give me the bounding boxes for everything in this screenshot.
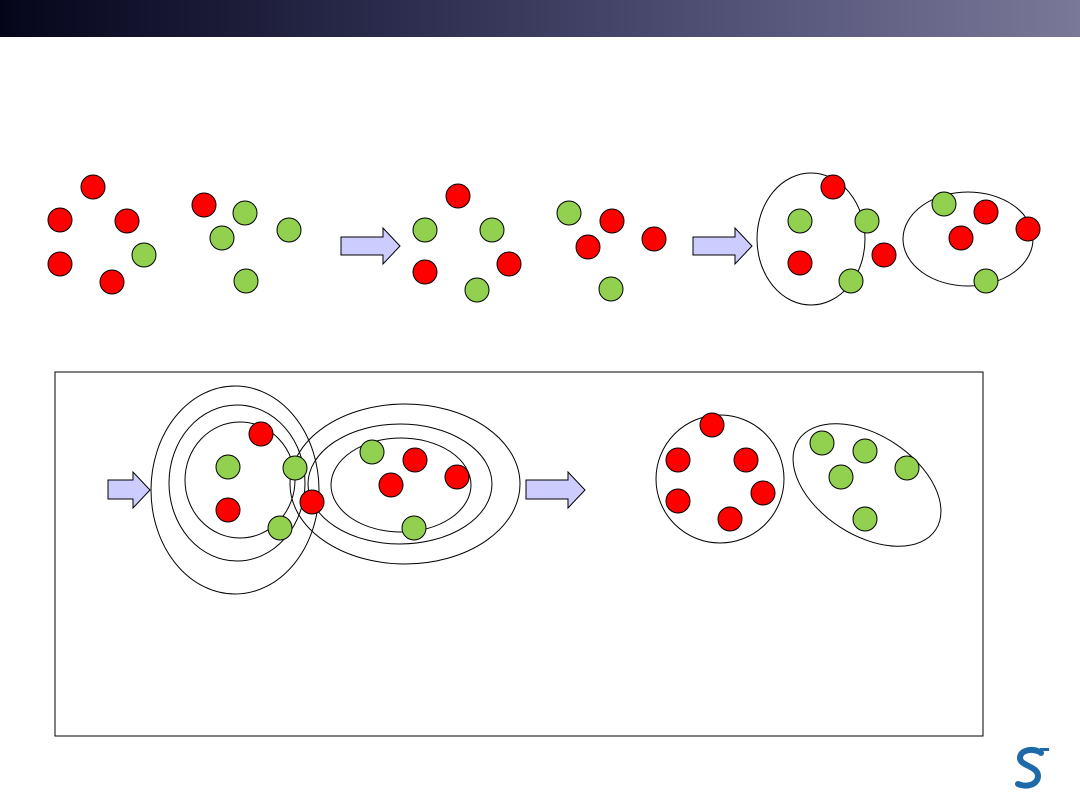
red-point (1015, 216, 1041, 242)
cluster-ellipse (330, 437, 472, 533)
red-point (575, 234, 601, 260)
green-point (894, 455, 920, 481)
red-point (215, 497, 241, 523)
red-point (47, 251, 73, 277)
stage-2-points (412, 183, 667, 303)
arrow-right-icon (107, 470, 151, 510)
red-point (820, 174, 846, 200)
red-point (665, 447, 691, 473)
header-bar (0, 0, 1080, 37)
green-point (209, 225, 235, 251)
cluster-ellipse (307, 423, 493, 545)
green-point (852, 438, 878, 464)
green-point (464, 277, 490, 303)
red-point (787, 250, 813, 276)
stage-3-points (756, 172, 1041, 306)
red-point (248, 421, 274, 447)
green-point (852, 506, 878, 532)
red-point (496, 251, 522, 277)
arrow-right-icon (692, 226, 753, 266)
red-point (445, 183, 471, 209)
red-point (948, 225, 974, 251)
green-point (787, 208, 813, 234)
cluster-ellipse (655, 414, 785, 544)
logo-icon (1015, 747, 1049, 789)
cluster-ellipse (168, 404, 306, 562)
red-point (412, 259, 438, 285)
green-point (556, 200, 582, 226)
red-point (99, 269, 125, 295)
green-point (276, 217, 302, 243)
red-point (191, 192, 217, 218)
red-point (871, 242, 897, 268)
green-point (131, 242, 157, 268)
green-point (973, 268, 999, 294)
green-point (282, 455, 308, 481)
red-point (717, 506, 743, 532)
red-point (378, 472, 404, 498)
iteration-box (54, 371, 984, 737)
final-clusters (655, 412, 942, 547)
green-point (854, 208, 880, 234)
iteration-clusters (150, 385, 521, 595)
green-point (359, 439, 385, 465)
stage-1-points (47, 174, 302, 295)
red-point (80, 174, 106, 200)
red-point (299, 489, 325, 515)
red-point (973, 199, 999, 225)
red-point (641, 226, 667, 252)
red-point (444, 464, 470, 490)
red-point (750, 480, 776, 506)
red-point (114, 208, 140, 234)
green-point (828, 464, 854, 490)
green-point (215, 454, 241, 480)
green-point (598, 276, 624, 302)
green-point (232, 200, 258, 226)
cluster-ellipse (289, 403, 521, 565)
green-point (809, 430, 835, 456)
green-point (401, 515, 427, 541)
red-point (699, 412, 725, 438)
red-point (599, 208, 625, 234)
cluster-ellipse (792, 423, 942, 547)
green-point (412, 217, 438, 243)
green-point (479, 217, 505, 243)
green-point (838, 268, 864, 294)
red-point (47, 207, 73, 233)
cluster-ellipse (756, 172, 866, 306)
arrow-right-icon (525, 470, 586, 510)
red-point (733, 447, 759, 473)
red-point (402, 447, 428, 473)
green-point (931, 191, 957, 217)
red-point (665, 488, 691, 514)
cluster-ellipse (150, 385, 320, 595)
arrow-right-icon (340, 226, 401, 266)
green-point (267, 515, 293, 541)
green-point (233, 268, 259, 294)
